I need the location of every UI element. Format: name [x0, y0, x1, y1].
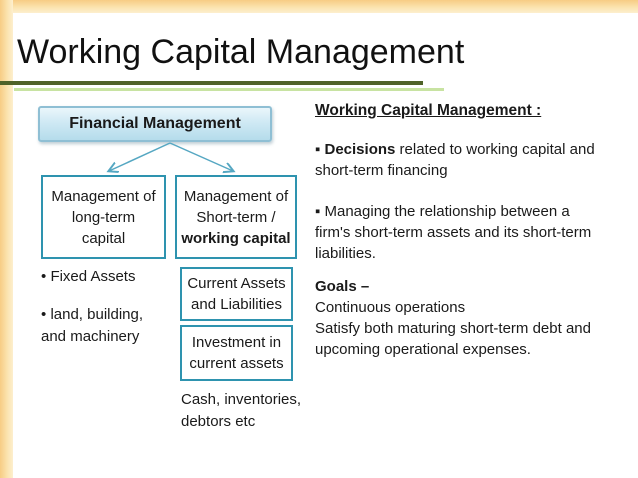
cash-inventories-caption: Cash, inventories, debtors etc [181, 389, 301, 433]
connector-arrows [80, 142, 260, 177]
square-bullet: ▪ [315, 141, 321, 158]
investment-line-2: current assets [189, 355, 284, 372]
managing-bullet: ▪ Managing the relationship between a fi… [315, 201, 591, 264]
short-term-line-2: Short-term / [196, 208, 276, 226]
right-panel-heading: Working Capital Management : [315, 102, 542, 119]
land-building-line-1: • land, building, [41, 304, 143, 326]
slide-border-top [0, 0, 638, 13]
goals-line-1: Continuous operations [315, 299, 466, 316]
title-rule-dark [0, 81, 423, 85]
current-assets-line-2: and Liabilities [191, 296, 282, 313]
land-building-line-2: and machinery [41, 328, 140, 345]
caption-line-2: debtors etc [181, 413, 256, 430]
short-term-capital-box: Management of Short-term / working capit… [175, 175, 297, 259]
investment-box: Investment in current assets [180, 325, 293, 381]
fixed-assets-text: Fixed Assets [50, 268, 136, 285]
bullet-dot: • [41, 306, 47, 323]
short-term-line-3: working capital [181, 229, 291, 247]
decisions-bold: Decisions [324, 141, 396, 158]
managing-line-1: ▪ Managing the relationship between a [315, 201, 591, 222]
caption-line-1: Cash, inventories, [181, 391, 302, 408]
title-rule-light [14, 88, 444, 91]
arrow-to-short-term [169, 142, 233, 171]
long-term-line-1: Management of [51, 187, 156, 205]
goals-line-3: upcoming operational expenses. [315, 341, 531, 358]
managing-line-3: liabilities. [315, 245, 376, 262]
long-term-line-3: capital [81, 229, 126, 247]
slide-border-left [0, 0, 13, 478]
goals-label: Goals – [315, 278, 370, 295]
arrow-to-long-term [109, 142, 171, 171]
square-bullet: ▪ [315, 203, 321, 220]
land-building-note: • land, building, and machinery [41, 304, 143, 348]
goals-line-2: Satisfy both maturing short-term debt an… [315, 320, 591, 337]
decisions-line-1: ▪ Decisions related to working capital a… [315, 139, 595, 160]
short-term-line-1: Management of [183, 187, 289, 205]
managing-line-2: firm's short-term assets and its short-t… [315, 224, 592, 241]
slide-title: Working Capital Management [17, 33, 465, 71]
current-assets-line-1: Current Assets [187, 275, 286, 292]
financial-management-box: Financial Management [38, 106, 272, 142]
decisions-bullet: ▪ Decisions related to working capital a… [315, 139, 595, 181]
long-term-capital-box: Management of long-term capital [41, 175, 166, 259]
bullet-dot: • [41, 268, 47, 285]
land-building-text: land, building, [50, 306, 144, 323]
fixed-assets-note: • Fixed Assets [41, 266, 135, 288]
investment-line-1: Investment in [191, 334, 282, 351]
financial-management-label: Financial Management [69, 115, 241, 132]
decisions-rest: related to working capital and [399, 141, 595, 158]
long-term-line-2: long-term [71, 208, 136, 226]
current-assets-box: Current Assets and Liabilities [180, 267, 293, 321]
managing-text: Managing the relationship between a [324, 203, 570, 220]
decisions-line-2: short-term financing [315, 162, 448, 179]
goals-block: Goals – Continuous operations Satisfy bo… [315, 276, 591, 360]
